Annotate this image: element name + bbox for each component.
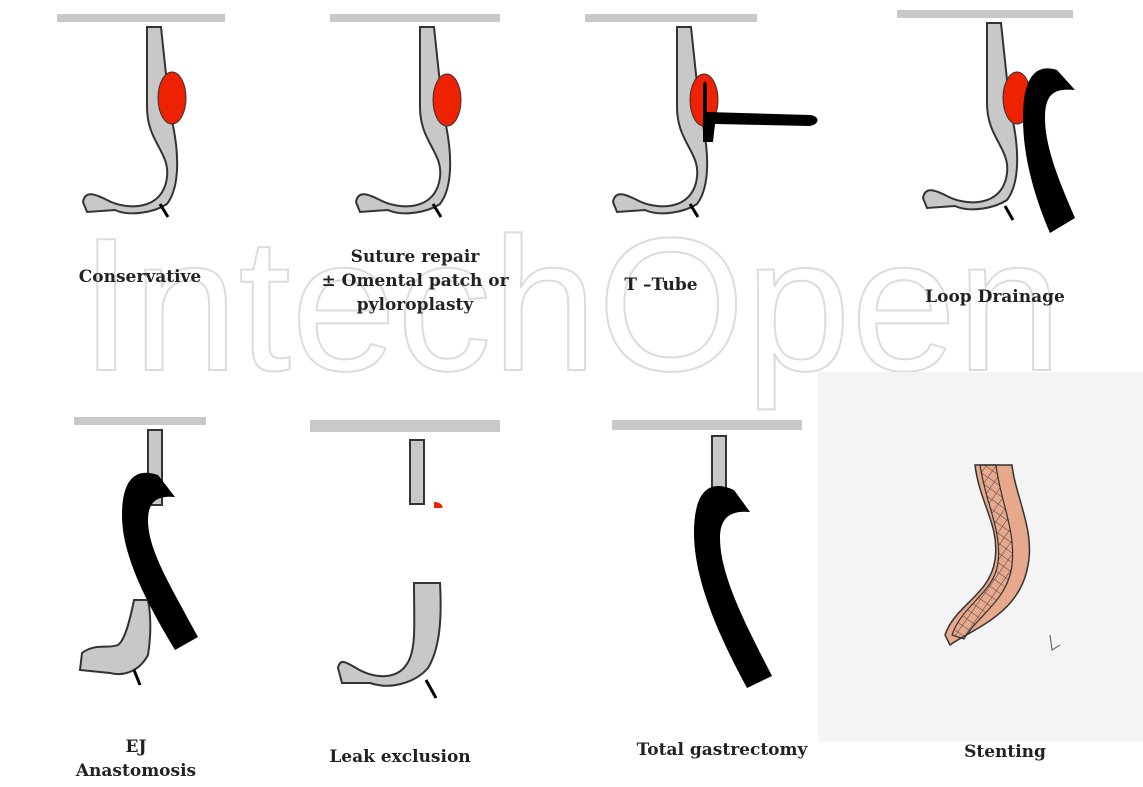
- label-conservative: Conservative: [79, 265, 201, 289]
- stomach-shape: [83, 27, 177, 213]
- stent-illustration: [900, 435, 1090, 675]
- header-bar: [612, 420, 802, 430]
- stomach-diagram: [55, 12, 235, 222]
- label-t-tube: T –Tube: [624, 273, 697, 297]
- duodenum-line: [426, 680, 436, 698]
- label-stenting: Stenting: [964, 740, 1046, 764]
- stomach-diagram: [585, 12, 825, 222]
- label-ej-anastomosis: EJ Anastomosis: [76, 735, 196, 783]
- leak-marker: [434, 502, 443, 508]
- artist-signature: [1050, 635, 1060, 650]
- esophagus-stump: [712, 436, 726, 488]
- label-total-gastrectomy: Total gastrectomy: [637, 738, 808, 762]
- stomach-diagram: [612, 418, 812, 698]
- stomach-diagram: [70, 415, 250, 695]
- leak-marker: [158, 72, 186, 124]
- header-bar: [74, 417, 206, 425]
- stomach-shape: [613, 27, 707, 213]
- header-bar: [897, 10, 1073, 18]
- label-suture-repair: Suture repair ± Omental patch or pylorop…: [321, 245, 508, 317]
- t-tube-drain: [703, 81, 818, 142]
- header-bar: [330, 14, 500, 22]
- stomach-shape: [356, 27, 450, 213]
- header-bar: [57, 14, 225, 22]
- stomach-remnant: [338, 583, 441, 686]
- header-bar: [310, 420, 500, 432]
- header-bar: [585, 14, 757, 22]
- duodenum-line: [134, 670, 140, 685]
- leak-marker: [433, 74, 461, 126]
- loop-drain: [1023, 68, 1075, 233]
- label-leak-exclusion: Leak exclusion: [329, 745, 470, 769]
- stomach-diagram: [328, 12, 508, 222]
- esophagus-segment: [410, 440, 424, 504]
- label-loop-drainage: Loop Drainage: [925, 285, 1065, 309]
- duodenum-line: [1005, 206, 1013, 220]
- stomach-diagram: [895, 8, 1095, 238]
- stomach-diagram: [310, 418, 510, 708]
- stomach-remnant: [80, 600, 150, 674]
- stomach-shape: [923, 23, 1017, 209]
- jejunal-limb: [694, 486, 772, 688]
